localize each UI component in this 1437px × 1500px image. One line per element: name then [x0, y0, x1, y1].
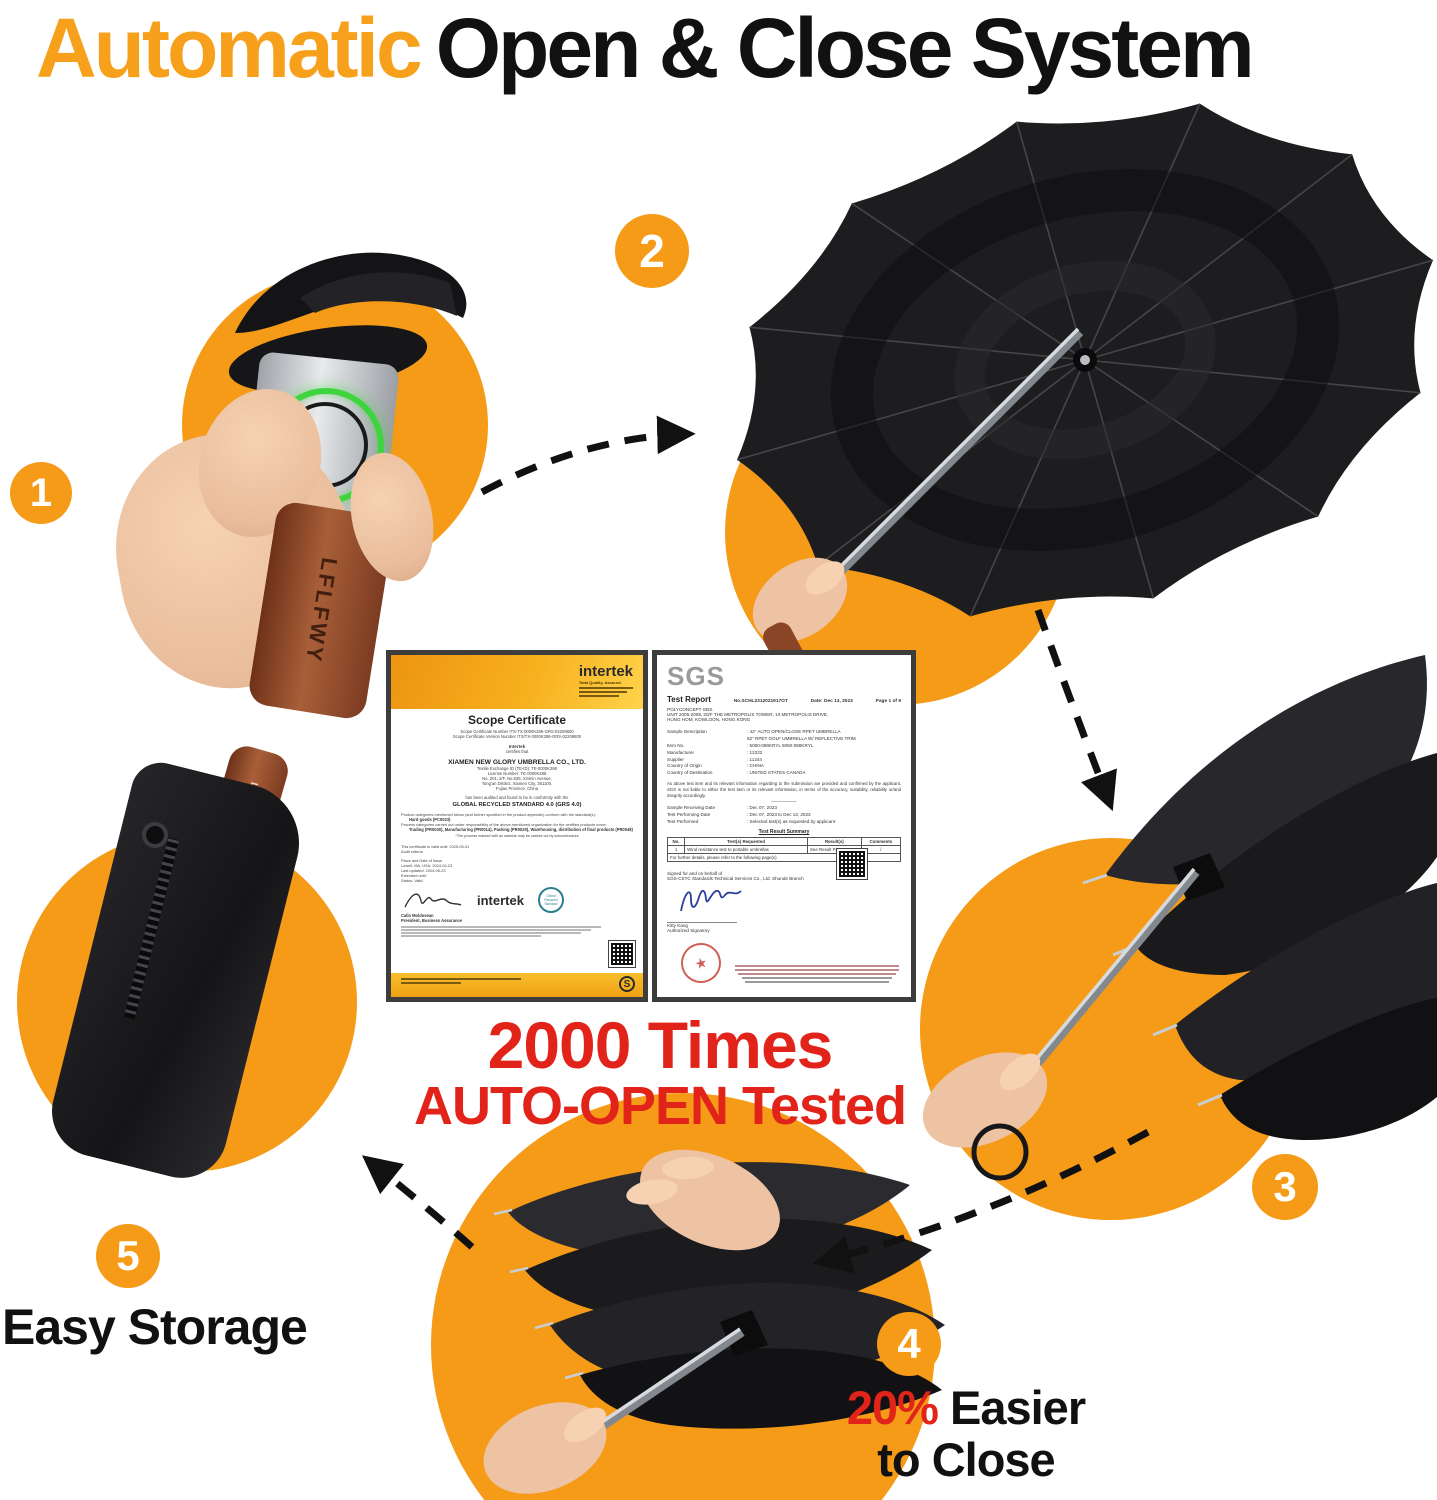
sgs-signed-line1: Signed for and on behalf of — [667, 870, 723, 876]
intertek-asterisk-note: *The process marked with an asterisk may… — [455, 834, 579, 838]
sgs-field-row: Country of Destination: UNITED STATES CA… — [667, 770, 806, 776]
sgs-summary-title: Test Result Summary — [758, 828, 810, 835]
step3-number: 3 — [1273, 1163, 1297, 1210]
intertek-valid-line: This certificate is valid until: 2025-05… — [401, 844, 470, 849]
arrow-step1-to-step2 — [480, 415, 696, 496]
intertek-certifies: certifies that — [505, 749, 529, 754]
easier-text: Easier — [937, 1381, 1086, 1434]
sgs-red-stamp-icon: ★ — [676, 938, 726, 988]
step1-number: 1 — [29, 470, 53, 515]
sgs-qr-code — [836, 848, 868, 880]
sgs-report-label: Test Report — [667, 695, 711, 704]
sgs-logo: SGS — [667, 661, 725, 691]
intertek-conformity: has been audited and found to be in conf… — [465, 795, 569, 800]
open-umbrella-photo — [700, 95, 1437, 675]
intertek-issue1: Place and Date of Issue — [401, 858, 443, 863]
sgs-field-row: Item No.: 5050-088KRYL 5050-088KRYL — [667, 742, 814, 748]
intertek-standard: GLOBAL RECYCLED STANDARD 4.0 (GRS 4.0) — [452, 802, 582, 808]
folded-umbrella-top-photo — [235, 252, 467, 333]
tested-claim: 2000 Times AUTO-OPEN Tested — [390, 1012, 930, 1135]
sgs-signer: Kitty Kang — [667, 921, 737, 928]
intertek-logo-word: intertek — [578, 663, 633, 680]
sgs-date-row: Test Performed: Selected test(s) as requ… — [667, 819, 836, 825]
step2-number: 2 — [639, 225, 665, 277]
intertek-cert-version: Scope Certificate Version Number ITS/TX-… — [452, 734, 582, 739]
intertek-addr2: License Number: TE-0000K286 — [487, 771, 547, 776]
zipper-pull — [142, 822, 168, 848]
sgs-signed-line2: SGS-CSTC Standards Technical Services Co… — [667, 875, 804, 881]
sgs-company-addr1: UNIT 2005-2008, 20/F THE METROPOLIS TOWE… — [667, 712, 829, 717]
intertek-footer-band: S — [391, 973, 643, 997]
step5-badge: 5 — [96, 1224, 160, 1288]
sgs-field-row: Manufacturer: 12322 — [667, 749, 763, 755]
intertek-company: XIAMEN NEW GLORY UMBRELLA CO., LTD. — [448, 759, 586, 766]
sgs-disclaimer: As above test item and its relevant info… — [667, 781, 901, 799]
sgs-date: Date: Dec 13, 2023 — [810, 699, 853, 704]
step5-number: 5 — [116, 1232, 140, 1279]
intertek-issue5: Status: Valid — [401, 878, 423, 883]
intertek-qr-code — [608, 940, 636, 968]
sgs-table-footnote: For further details, please refer to the… — [667, 852, 901, 862]
intertek-process-note: Process categories carried out under res… — [401, 822, 607, 827]
title-highlight: Automatic — [36, 1, 423, 95]
sgs-header-row: Test Report No.SCHL2312021917OT Date: De… — [667, 695, 901, 704]
intertek-audit-line: Audit criteria — [401, 849, 423, 854]
intertek-header-band: intertek Total Quality. Assured. — [391, 655, 643, 709]
intertek-signature-row: intertek Global Recycled Standard — [401, 887, 633, 913]
sgs-certificate: SGS Test Report No.SCHL2312021917OT Date… — [652, 650, 916, 1002]
step1-badge: 1 — [10, 462, 72, 524]
intertek-certificate: intertek Total Quality. Assured. Scope C… — [386, 650, 648, 1002]
intertek-logo-mid: intertek — [477, 892, 524, 908]
intertek-addr4: Tong'an District, Xiamen City, 361100, — [481, 781, 553, 786]
step4-number: 4 — [897, 1320, 921, 1367]
tested-line2: AUTO-OPEN Tested — [413, 1076, 907, 1136]
intertek-certifier: Intertek — [508, 744, 526, 749]
sgs-signer-title: Authorized Signatory — [667, 927, 710, 933]
sgs-company: POLYCONCEPT GBS. — [667, 707, 714, 712]
intertek-addr5: Fujian Province, China — [495, 786, 539, 791]
tested-line1: 2000 Times — [487, 1008, 834, 1082]
intertek-product: Hard goods (PC0023) — [409, 817, 451, 822]
easier-to-close-caption: 20% Easier to Close — [836, 1382, 1096, 1485]
sgs-date-row: Sample Receiving Date: Dec 07, 2023 — [667, 805, 777, 811]
easier-line2: to Close — [877, 1432, 1055, 1486]
intertek-signer-title: President, Business Assurance — [401, 918, 463, 923]
sgs-report-number: No.SCHL2312021917OT — [733, 699, 788, 704]
intertek-product-note: Product categories mentioned below (and … — [401, 812, 596, 817]
intertek-issue4: Extended until: — [401, 873, 427, 878]
intertek-tagline: Total Quality. Assured. — [578, 680, 622, 685]
intertek-signer: Calin Moldovean — [401, 913, 434, 918]
grs-s-mark-icon: S — [619, 976, 635, 992]
easier-percent: 20% — [846, 1381, 939, 1434]
sgs-field-row: Supplier: 11244 — [667, 756, 762, 762]
sgs-field-row: Sample Description: 42" AUTO OPEN/CLOSE … — [667, 729, 841, 734]
intertek-addr3: No. 201, 2/F, No.835, Xinmin Avenue, — [482, 776, 552, 781]
title-rest: Open & Close System — [435, 1, 1255, 95]
sgs-field-row: 62" RPET GOLF UMBRELLA W/ REFLECTIVE TRI… — [747, 735, 856, 741]
sgs-page: Page 1 of 9 — [875, 699, 901, 704]
sgs-date-row: Test Performing Date: Dec 07, 2023 to De… — [667, 812, 811, 818]
intertek-issue2: Lowell, MA, USA, 2024-04-23 — [401, 863, 453, 868]
step4-badge: 4 — [877, 1312, 941, 1376]
intertek-logo: intertek Total Quality. Assured. — [578, 663, 633, 699]
sgs-field-row: Country of Origin: CHINA — [667, 763, 764, 769]
sgs-signature-icon — [680, 889, 742, 912]
intertek-signature-icon — [404, 893, 462, 908]
sgs-result-table: No. Test(s) Requested Result(s) Comments… — [666, 836, 902, 862]
step3-badge: 3 — [1252, 1154, 1318, 1220]
easy-storage-caption: Easy Storage — [2, 1299, 308, 1355]
grs-logo-icon: Global Recycled Standard — [537, 887, 564, 913]
intertek-process: Trading (PR0030), Manufacturing (PR0014)… — [409, 827, 633, 832]
half-folded-umbrella-photo — [1082, 655, 1437, 1141]
intertek-cert-number: Scope Certificate Number ITS-TX-0000K286… — [460, 729, 574, 734]
intertek-addr1: Textile Exchange ID (TE-ID): TE-0000K286 — [477, 766, 557, 771]
intertek-issue3: Last updated: 2024-05-23 — [401, 868, 446, 873]
intertek-body: Scope Certificate Scope Certificate Numb… — [391, 713, 643, 938]
intertek-title: Scope Certificate — [467, 713, 567, 727]
step2-badge: 2 — [615, 214, 689, 288]
sgs-fine-print — [735, 963, 899, 985]
sgs-company-addr2: HUNG HOM, KOWLOON, HONG KONG — [667, 717, 751, 722]
handle-brand-text: LFLFWY — [300, 555, 343, 666]
